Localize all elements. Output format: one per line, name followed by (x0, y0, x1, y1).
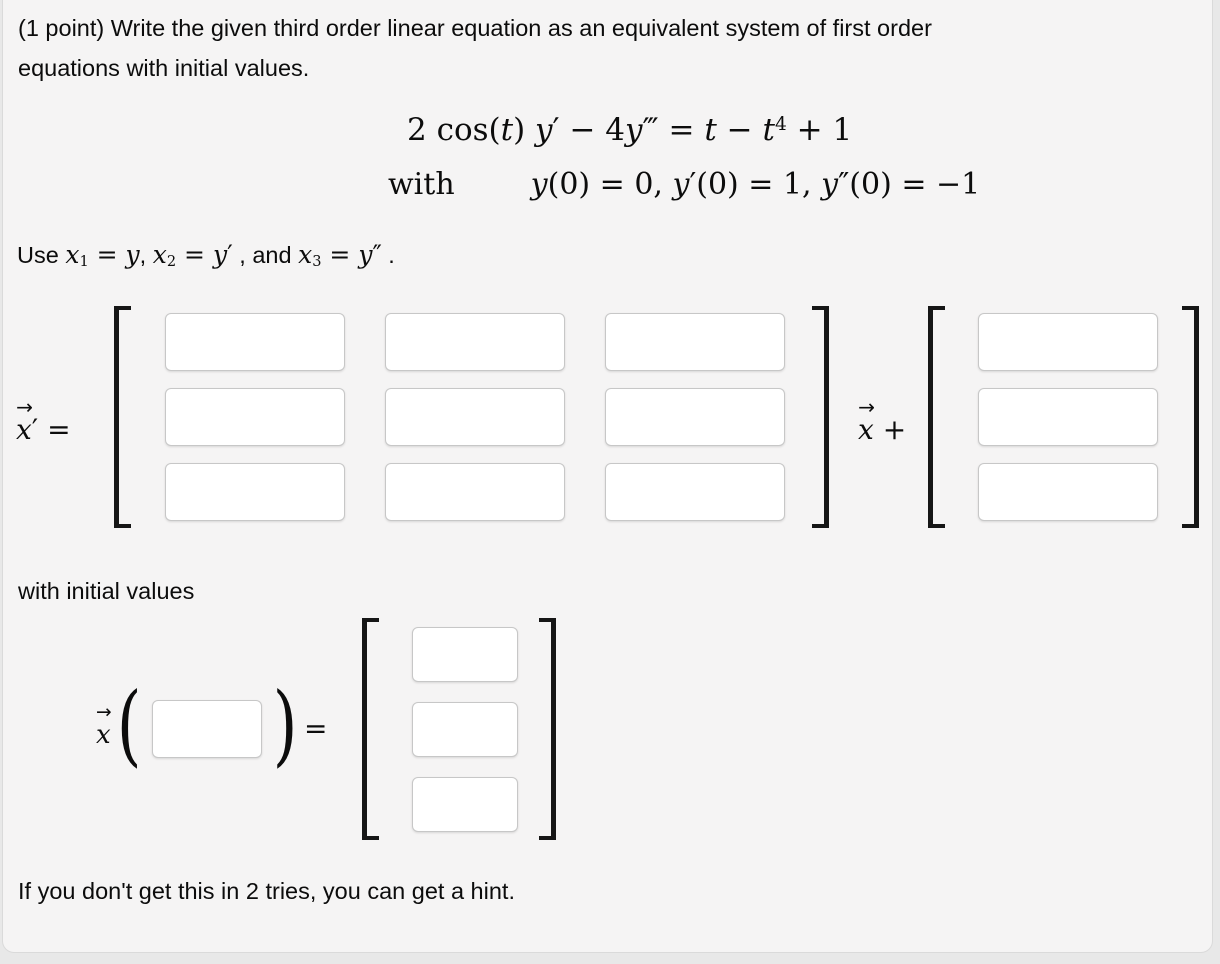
iv-x-vector: →x (96, 702, 112, 750)
iv-input-r2[interactable] (412, 702, 518, 757)
plus-sign: + (882, 413, 907, 446)
system-lhs: →x′= (16, 395, 71, 446)
matrix-input-r1c1[interactable] (165, 313, 345, 371)
equation-line2: with y(0) = 0, y′(0) = 1, y″(0) = −1 (388, 167, 981, 203)
matrix-input-r3c3[interactable] (605, 463, 785, 521)
x-vector-symbol: →x (858, 395, 875, 446)
equation-with-label: with (388, 167, 455, 202)
equals-sign: = (47, 413, 71, 446)
initial-values-heading: with initial values (18, 578, 195, 604)
matrix-right-bracket (812, 306, 829, 528)
vector-arrow: → (858, 395, 875, 419)
matrix-input-r1c3[interactable] (605, 313, 785, 371)
forcing-input-r3[interactable] (978, 463, 1158, 521)
iv-close-paren: ) (272, 673, 298, 776)
matrix-input-r3c1[interactable] (165, 463, 345, 521)
x-vector-symbol: →x (16, 395, 33, 446)
iv-right-bracket (539, 618, 556, 840)
hint-text: If you don't get this in 2 tries, you ca… (18, 878, 515, 904)
problem-intro-line2: equations with initial values. (18, 55, 310, 81)
forcing-input-r2[interactable] (978, 388, 1158, 446)
vector-arrow: → (16, 395, 33, 419)
substitution-line: Use x1 = y, x2 = y′ , and x3 = y″ . (17, 240, 395, 271)
iv-input-r3[interactable] (412, 777, 518, 832)
iv-input-r1[interactable] (412, 627, 518, 682)
iv-left-bracket (362, 618, 379, 840)
matrix-input-r2c2[interactable] (385, 388, 565, 446)
iv-equals-sign: = (304, 712, 328, 745)
forcing-input-r1[interactable] (978, 313, 1158, 371)
matrix-input-r2c1[interactable] (165, 388, 345, 446)
forcing-left-bracket (928, 306, 945, 528)
matrix-left-bracket (114, 306, 131, 528)
forcing-right-bracket (1182, 306, 1199, 528)
x-plus-term: →x+ (858, 395, 907, 446)
equation-line1: 2 cos(t) y′ − 4y‴ = t − t4 + 1 (407, 112, 853, 148)
matrix-input-r3c2[interactable] (385, 463, 565, 521)
iv-open-paren: ( (116, 673, 142, 776)
equation-conditions: y(0) = 0, y′(0) = 1, y″(0) = −1 (530, 167, 981, 202)
prime-mark: ′ (31, 413, 39, 446)
problem-intro-line1: (1 point) Write the given third order li… (18, 15, 932, 41)
matrix-input-r2c3[interactable] (605, 388, 785, 446)
matrix-input-r1c2[interactable] (385, 313, 565, 371)
time-input[interactable] (152, 700, 262, 758)
vector-arrow: → (96, 702, 112, 723)
